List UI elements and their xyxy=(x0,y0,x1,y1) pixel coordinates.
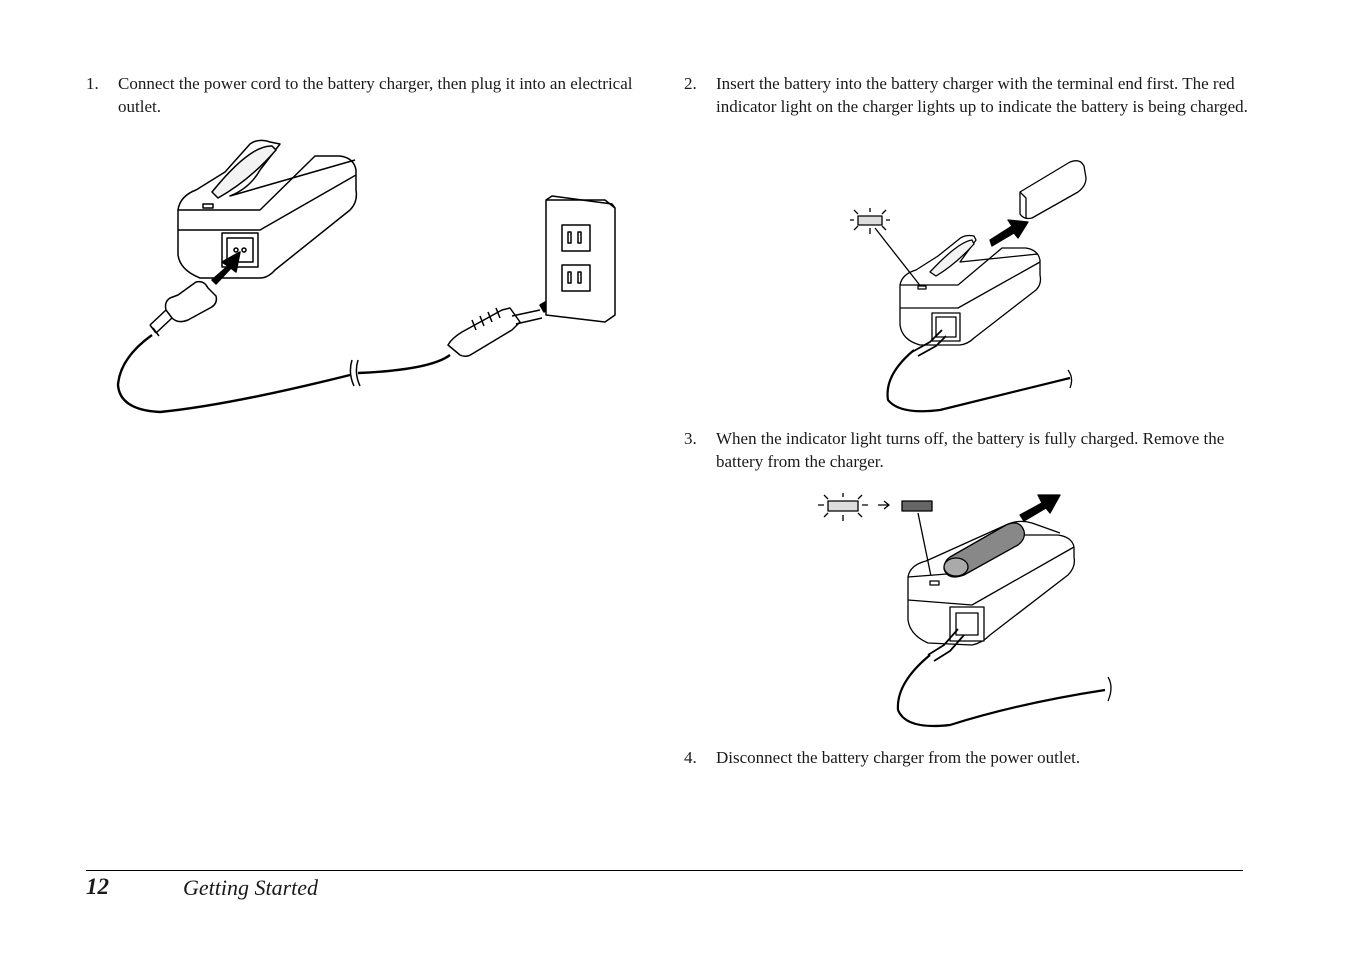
step-text: Disconnect the battery charger from the … xyxy=(716,748,1081,767)
battery-icon xyxy=(1019,160,1087,220)
battery-icon xyxy=(943,522,1026,578)
step-text: When the indicator light turns off, the … xyxy=(716,429,1225,471)
battery-insert-illustration xyxy=(850,160,1087,413)
arrow-icon xyxy=(989,219,1029,247)
battery-charger-icon xyxy=(177,139,358,279)
indicator-light-lit-icon xyxy=(818,493,868,521)
arrow-icon xyxy=(1019,494,1061,522)
page-number: 12 xyxy=(86,874,109,899)
battery-charger-icon xyxy=(899,234,1042,346)
power-cord xyxy=(116,334,451,414)
step-number: 1. xyxy=(86,74,99,93)
indicator-light-lit-icon xyxy=(850,208,890,234)
appliance-plug-icon xyxy=(149,280,218,337)
step-number: 2. xyxy=(684,74,697,93)
arrow-right-icon xyxy=(878,500,890,510)
step-number: 3. xyxy=(684,429,697,448)
section-title: Getting Started xyxy=(183,875,319,900)
step-text: Connect the power cord to the battery ch… xyxy=(118,74,633,116)
footer-divider xyxy=(86,870,1243,871)
charger-connection-illustration xyxy=(116,139,616,414)
arrow-icon xyxy=(211,251,241,285)
step-number: 4. xyxy=(684,748,697,767)
step-text: Insert the battery into the battery char… xyxy=(716,74,1248,116)
battery-removal-illustration xyxy=(818,493,1112,728)
indicator-light-off-icon xyxy=(901,500,933,512)
wall-outlet-icon xyxy=(545,195,616,323)
wall-plug-icon xyxy=(447,307,543,358)
